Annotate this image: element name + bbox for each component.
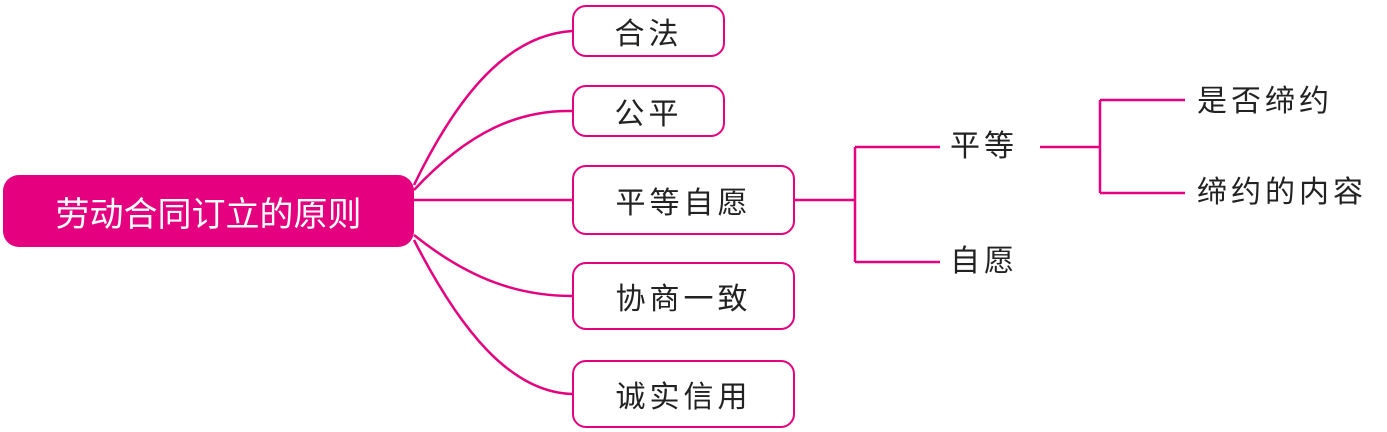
node-equality: 平等 xyxy=(950,129,1018,164)
connector-chengshi xyxy=(412,239,573,396)
node-consensus: 协商一致 xyxy=(572,262,795,330)
node-legal: 合法 xyxy=(572,5,725,57)
connector-hefa xyxy=(412,29,573,186)
connector-xieshang xyxy=(413,234,573,298)
connector-branch2 xyxy=(1040,98,1185,195)
node-fair: 公平 xyxy=(572,85,725,137)
root-node: 劳动合同订立的原则 xyxy=(3,175,414,247)
node-whether-contract: 是否缔约 xyxy=(1197,84,1333,119)
node-good-faith: 诚实信用 xyxy=(572,360,795,428)
connector-gongping xyxy=(413,109,573,191)
connector-branch1 xyxy=(795,145,940,264)
node-equal-voluntary: 平等自愿 xyxy=(572,165,795,235)
node-voluntary: 自愿 xyxy=(950,244,1018,279)
node-contract-content: 缔约的内容 xyxy=(1197,175,1367,210)
